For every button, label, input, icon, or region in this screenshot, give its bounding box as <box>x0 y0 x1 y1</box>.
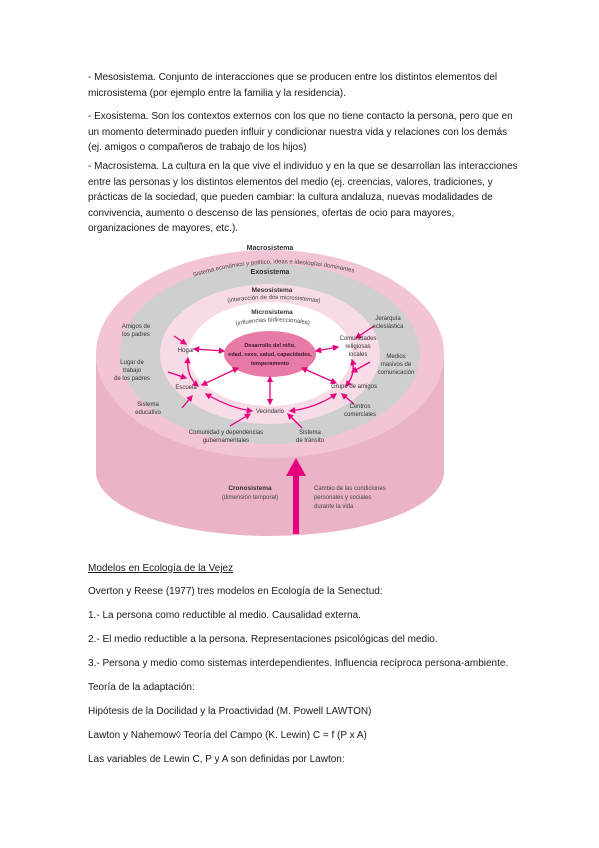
arrow-escuela <box>200 367 240 386</box>
label-medios-1: Medios <box>386 354 405 360</box>
arrow-comunidades <box>314 344 340 354</box>
models-line-3: 2.- El medio reductible a la persona. Re… <box>88 634 438 645</box>
line-amigos <box>173 335 188 345</box>
label-lugar-3: de los padres <box>114 376 150 382</box>
label-centros-2: comerciales <box>344 412 376 418</box>
label-vecindario: Vecindario <box>256 409 285 415</box>
label-comunidades-1: Comunidades <box>339 336 376 342</box>
label-educativo-1: Sistema <box>137 402 159 408</box>
line-lugar <box>167 371 188 380</box>
label-medios-2: masivos de <box>381 362 412 368</box>
microsistema-subtitle-path: (influencias bidireccionales) <box>235 317 310 327</box>
exosistema-title: Exosistema <box>251 269 290 276</box>
label-escuela: Escuela <box>175 385 197 391</box>
label-transito-2: de tránsito <box>296 438 325 444</box>
label-amigos-2: los padres <box>122 332 150 338</box>
models-line-7: Lawton y Nahemow◊ Teoría del Campo (K. L… <box>88 730 367 741</box>
label-comunidad-dep-2: gubernamentales <box>203 438 249 444</box>
microsistema-subtitle: (influencias bidireccionales) <box>235 317 310 327</box>
models-line-6: Hipótesis de la Docilidad y la Proactivi… <box>88 706 372 717</box>
center-line-3: temperamento <box>251 361 290 367</box>
exosistema-paragraph: - Exosistema. Son los contextos externos… <box>88 111 513 153</box>
mesosistema-subtitle-path: (interacción de dos microsistemas) <box>227 295 321 305</box>
models-line-5: Teoría de la adaptación: <box>88 682 195 693</box>
line-centros <box>341 393 355 405</box>
models-line-8: Las variables de Lewin C, P y A son defi… <box>88 754 345 765</box>
macrosistema-paragraph: - Macrosistema. La cultura en la que viv… <box>88 161 518 234</box>
line-educativo <box>181 395 193 409</box>
cronosistema-desc-1: Cambio de las condiciones <box>314 486 386 492</box>
microsistema-title: Microsistema <box>251 309 293 316</box>
label-medios-3: comunicación <box>378 370 415 376</box>
label-educativo-2: educativo <box>135 410 161 416</box>
line-medios <box>350 361 371 373</box>
label-comunidades-3: locales <box>349 352 368 358</box>
arrow-grupo <box>300 367 338 384</box>
center-line-2: edad, sexo, salud, capacidades, <box>228 352 312 358</box>
arc-right <box>345 358 357 387</box>
cronosistema-desc-3: durante la vida <box>314 504 354 510</box>
mesosistema-subtitle: (interacción de dos microsistemas) <box>227 295 321 305</box>
cronosistema-desc-2: personales y sociales <box>314 495 371 501</box>
label-centros-1: Centros <box>349 404 370 410</box>
label-jerarquia-2: eclesiástica <box>372 324 404 330</box>
ecological-model-diagram: Macrosistema Sistema económico y polític… <box>96 245 444 536</box>
models-line-4: 3.- Persona y medio como sistemas interd… <box>88 658 509 669</box>
arc-bottom-right <box>288 393 338 414</box>
label-grupo: Grupo de amigos <box>331 384 377 390</box>
ecological-model-figure: Macrosistema Sistema económico y polític… <box>90 236 450 538</box>
cronosistema-subtitle: (dimensión temporal) <box>222 495 278 501</box>
arrow-hogar <box>192 346 226 354</box>
cronosistema-arrowhead <box>286 458 306 476</box>
mesosistema-title: Mesosistema <box>252 287 293 294</box>
mesosistema-paragraph: - Mesosistema. Conjunto de interacciones… <box>88 72 498 99</box>
label-hogar: Hogar <box>178 348 194 354</box>
label-lugar-2: trabajo <box>123 368 142 374</box>
models-line-2: 1.- La persona como reductible al medio.… <box>88 610 361 621</box>
cronosistema-title: Cronosistema <box>228 485 272 492</box>
label-transito-1: Sistema <box>299 430 321 436</box>
center-disc <box>224 331 316 377</box>
label-comunidades-2: religiosas <box>345 344 370 350</box>
line-transito <box>287 413 303 429</box>
label-lugar-1: Lugar de <box>120 360 144 366</box>
arc-bottom-left <box>204 393 254 414</box>
arrows-group <box>167 325 375 429</box>
macrosistema-title: Macrosistema <box>247 245 294 252</box>
center-line-1: Desarrollo del niño, <box>244 343 296 349</box>
line-jerarquia <box>354 325 375 339</box>
models-line-1: Overton y Reese (1977) tres modelos en E… <box>88 586 383 597</box>
label-jerarquia-1: Jerarquía <box>375 316 401 322</box>
arc-left <box>184 356 199 387</box>
label-comunidad-dep-1: Comunidad y dependencias <box>189 430 263 436</box>
line-comunidad-dep <box>229 413 252 427</box>
models-heading: Modelos en Ecología de la Vejez <box>88 563 234 574</box>
label-amigos-1: Amigos de <box>122 324 151 330</box>
